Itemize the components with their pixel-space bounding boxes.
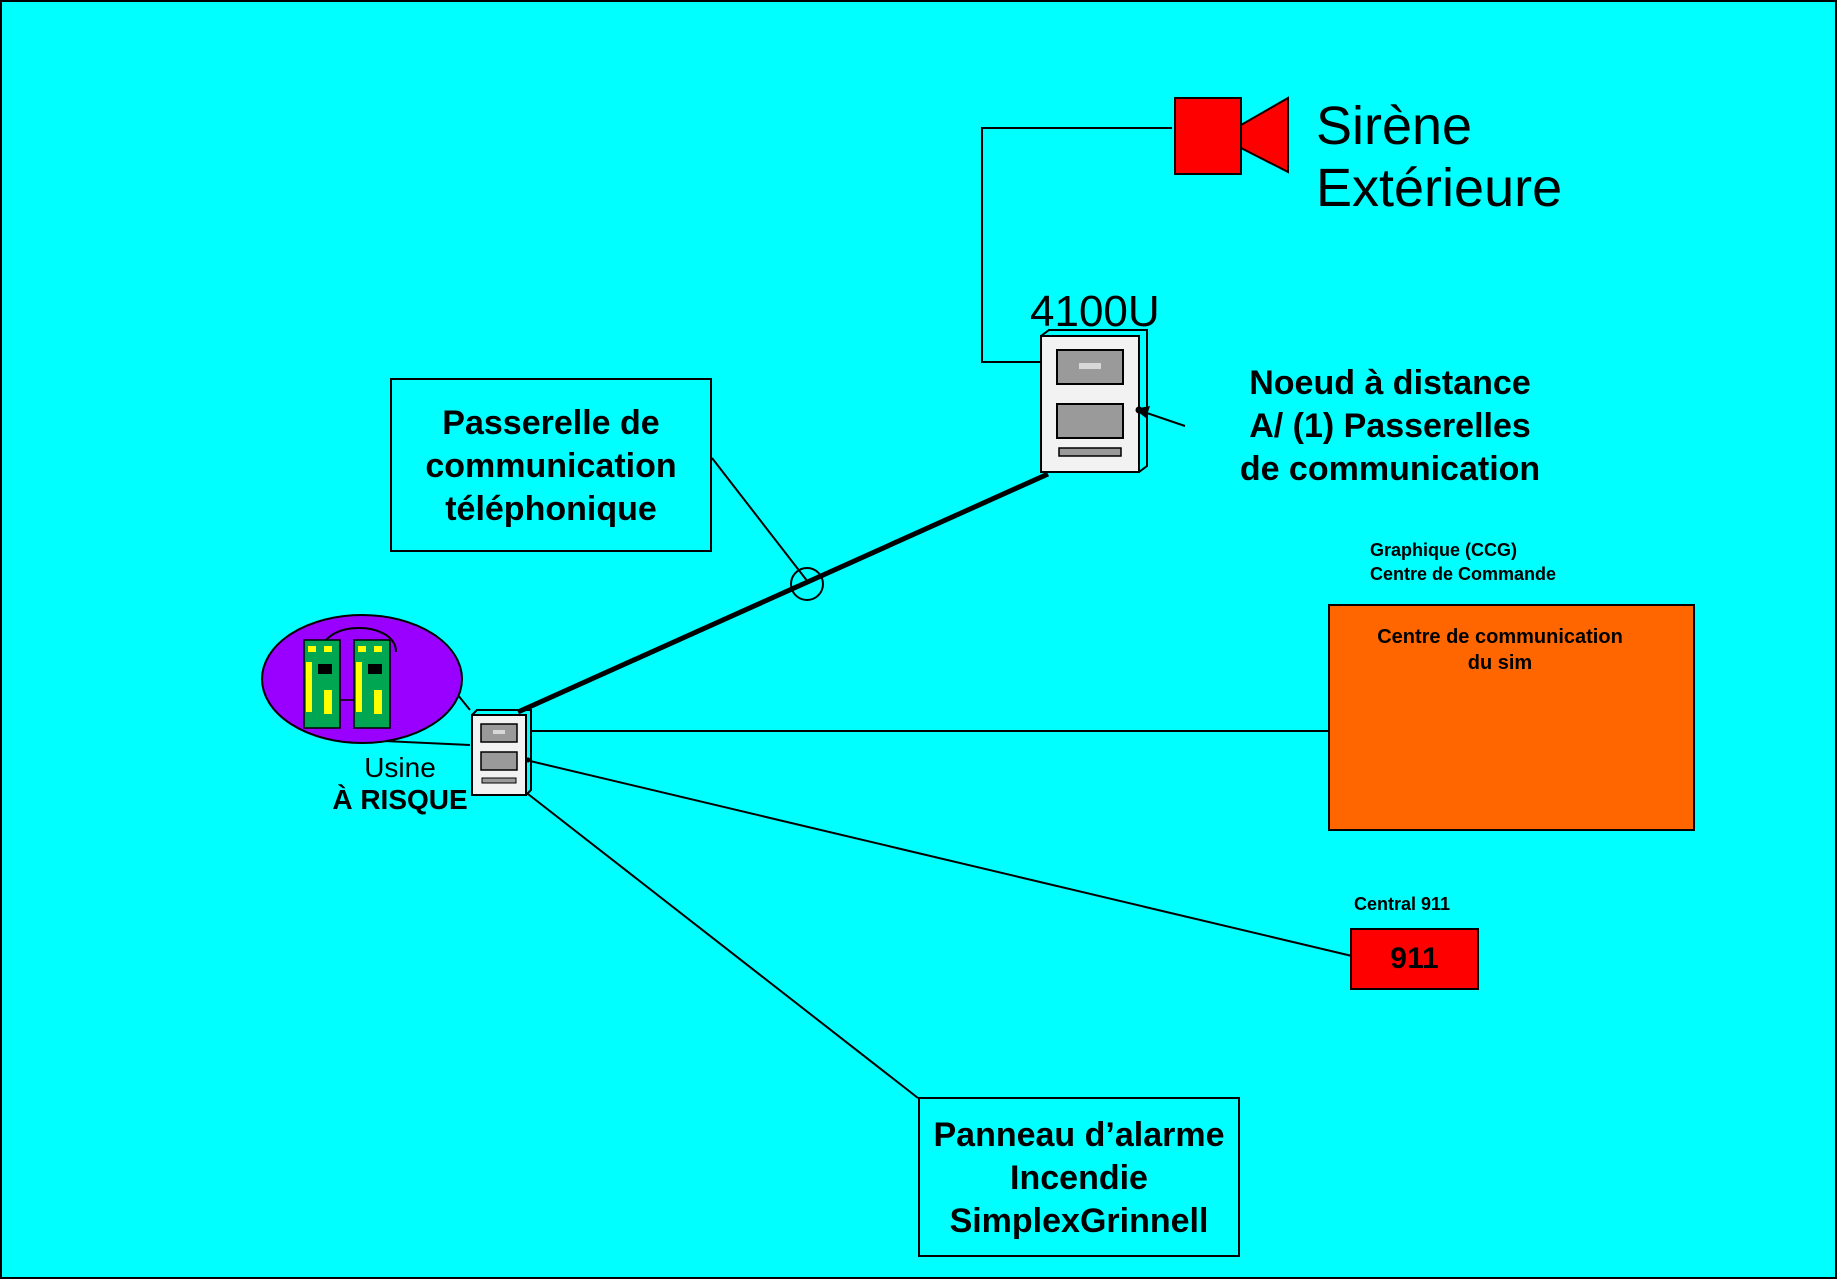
- line-to-911: [529, 760, 1353, 957]
- remote-node-desc-line1: Noeud à distance: [1249, 364, 1531, 402]
- gateway-line3: téléphonique: [445, 490, 657, 528]
- fire-panel-line2: Incendie: [1010, 1159, 1148, 1197]
- remote-cabinet-icon: [1040, 329, 1148, 473]
- ccg-panel-title: Centre de communication du sim: [1340, 624, 1660, 676]
- remote-node-desc-line2: A/ (1) Passerelles: [1249, 407, 1531, 445]
- fire-panel-box: Panneau d’alarme Incendie SimplexGrinnel…: [918, 1097, 1240, 1257]
- line-to-fire-panel: [527, 793, 919, 1099]
- ccg-caption-line1: Graphique (CCG): [1370, 540, 1517, 560]
- fire-panel-line1: Panneau d’alarme: [933, 1116, 1225, 1154]
- ccg-panel-line1: Centre de communication: [1377, 626, 1623, 648]
- ccg-panel: [1328, 604, 1695, 831]
- plant-label-line1: Usine: [364, 752, 436, 783]
- gateway-line1: Passerelle de: [442, 404, 660, 442]
- plant-cabinet-icon: [471, 709, 532, 796]
- remote-node-description: Noeud à distance A/ (1) Passerelles de c…: [1200, 362, 1580, 491]
- siren-icon: [1174, 96, 1289, 175]
- siren-label-line1: Sirène: [1316, 96, 1473, 156]
- gateway-leader-line: [711, 457, 809, 583]
- plant-label: Usine À RISQUE: [300, 752, 500, 816]
- siren-label-line2: Extérieure: [1316, 158, 1563, 218]
- gateway-marker-circle: [790, 567, 824, 601]
- remote-node-model-label: 4100U: [1030, 287, 1160, 336]
- plant-label-line2: À RISQUE: [332, 784, 468, 815]
- ccg-caption-line2: Centre de Commande: [1370, 564, 1557, 584]
- gateway-line2: communication: [425, 447, 677, 485]
- network-trunk-line: [516, 471, 1050, 715]
- siren-wire: [981, 127, 1172, 363]
- emergency-caption: Central 911: [1354, 894, 1451, 914]
- emergency-box: 911: [1350, 928, 1479, 990]
- gateway-box: Passerelle de communication téléphonique: [390, 378, 712, 552]
- fire-panel-line3: SimplexGrinnell: [949, 1202, 1209, 1240]
- ccg-panel-line2: du sim: [1467, 652, 1533, 674]
- siren-label: Sirène Extérieure: [1316, 95, 1562, 219]
- circuit-boards-icon: [261, 614, 463, 744]
- ccg-caption: Graphique (CCG) Centre de Commande: [1370, 538, 1556, 586]
- remote-node-desc-line3: de communication: [1239, 450, 1541, 488]
